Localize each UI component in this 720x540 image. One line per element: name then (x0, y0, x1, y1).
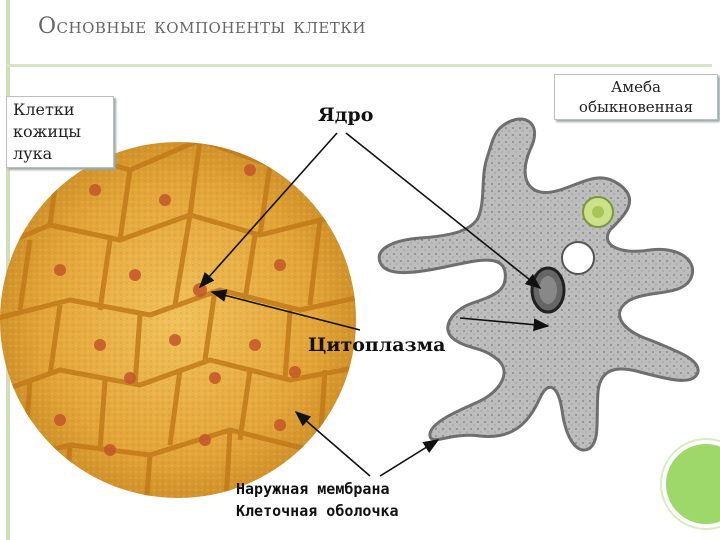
cytoplasm-label: Цитоплазма (308, 334, 446, 356)
cytoplasm-pointer-onion (210, 289, 361, 331)
cytoplasm-pointer-amoeba (459, 317, 550, 332)
nucleus-pointer-onion (198, 132, 338, 289)
pointer-lines (198, 132, 550, 477)
amoeba-image (377, 117, 700, 452)
slide-title: Основные компоненты клетки (38, 14, 366, 39)
membrane-labels: Наружная мембрана Клеточная оболочка (236, 478, 399, 522)
outer-membrane-label: Наружная мембрана (236, 480, 390, 498)
onion-cells-image (0, 142, 356, 498)
membrane-pointer-amoeba (379, 439, 440, 477)
onion-cells-label: Клетки кожицы лука (6, 96, 114, 168)
amoeba-label: Амеба обыкновенная (554, 74, 718, 120)
amoeba-contractile-vacuole (561, 241, 595, 275)
slide-frame-top (6, 64, 712, 67)
cell-wall-label: Клеточная оболочка (236, 502, 399, 520)
nucleus-label: Ядро (318, 104, 374, 126)
nucleus-pointer-amoeba (345, 132, 542, 289)
membrane-pointer-onion (294, 410, 371, 477)
